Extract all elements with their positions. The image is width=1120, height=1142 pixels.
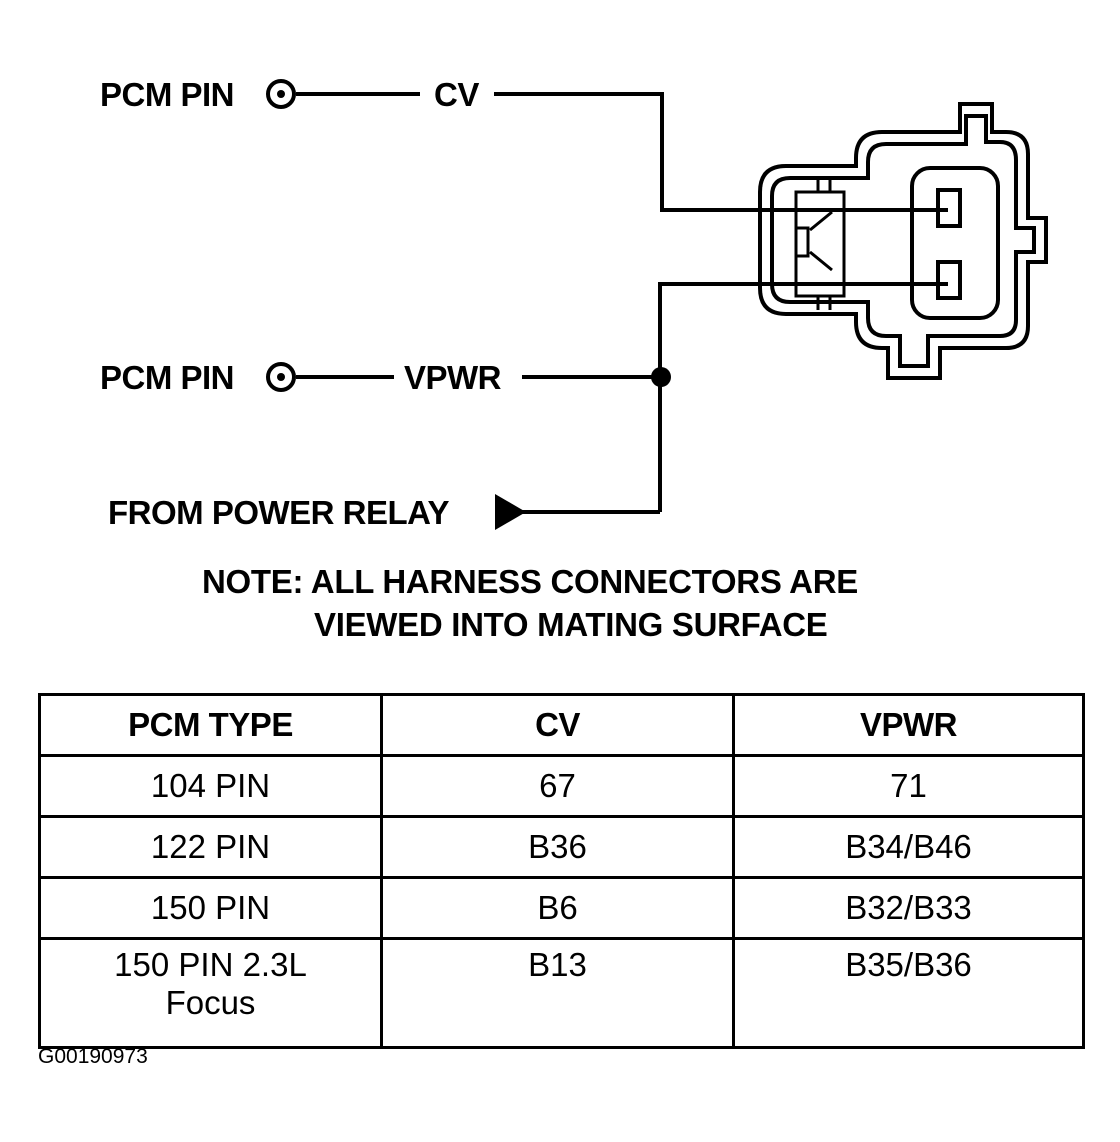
table-row: 150 PIN B6 B32/B33 xyxy=(38,876,1085,940)
cell-vpwr: B32/B33 xyxy=(732,876,1085,940)
cell-cv: B13 xyxy=(380,937,735,1049)
wiring-diagram xyxy=(266,79,1048,530)
connector-icon xyxy=(758,102,1048,380)
cell-cv: 67 xyxy=(380,754,735,818)
header-vpwr: VPWR xyxy=(732,693,1085,757)
header-pcm-type: PCM TYPE xyxy=(38,693,383,757)
cell-vpwr: B34/B46 xyxy=(732,815,1085,879)
cell-pcm-type: 122 PIN xyxy=(38,815,383,879)
from-power-relay-label: FROM POWER RELAY xyxy=(108,494,449,531)
cell-pcm-type: 104 PIN xyxy=(38,754,383,818)
table-row: 150 PIN 2.3L Focus B13 B35/B36 xyxy=(38,937,1085,1049)
pin-terminal-icon xyxy=(266,79,296,109)
figure-reference: G00190973 xyxy=(38,1045,148,1068)
header-cv: CV xyxy=(380,693,735,757)
table-row: 104 PIN 67 71 xyxy=(38,754,1085,818)
pcm-pin-vpwr-label: PCM PIN xyxy=(100,359,235,396)
pcm-pin-table: PCM TYPE CV VPWR 104 PIN 67 71 122 PIN B… xyxy=(38,693,1085,1049)
table-row: 122 PIN B36 B34/B46 xyxy=(38,815,1085,879)
cell-pcm-type: 150 PIN 2.3L Focus xyxy=(38,937,383,1049)
pin-terminal-icon xyxy=(266,362,296,392)
cell-vpwr: 71 xyxy=(732,754,1085,818)
vpwr-feed-wire xyxy=(658,282,948,512)
cv-wire-right xyxy=(494,92,948,212)
table-header-row: PCM TYPE CV VPWR xyxy=(38,693,1085,757)
cv-wire-label: CV xyxy=(434,76,479,113)
cell-vpwr: B35/B36 xyxy=(732,937,1085,1049)
cell-cv: B36 xyxy=(380,815,735,879)
vpwr-wire-label: VPWR xyxy=(404,359,502,396)
splice-dot-icon xyxy=(651,367,671,387)
cell-cv: B6 xyxy=(380,876,735,940)
note-line-1: NOTE: ALL HARNESS CONNECTORS ARE xyxy=(202,563,858,600)
note-line-2: VIEWED INTO MATING SURFACE xyxy=(314,606,828,643)
cell-pcm-type: 150 PIN xyxy=(38,876,383,940)
pcm-pin-cv-label: PCM PIN xyxy=(100,76,235,113)
arrow-right-icon xyxy=(495,494,526,530)
